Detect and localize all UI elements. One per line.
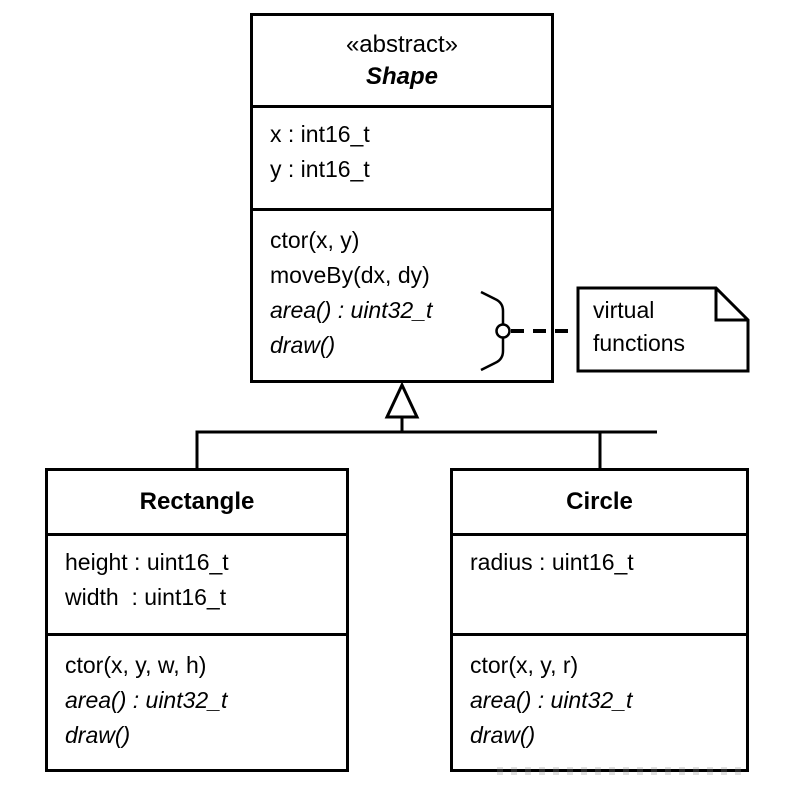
circle-class-name: Circle (566, 488, 633, 515)
circle-method-draw: draw() (470, 722, 536, 748)
shape-method-draw: draw() (270, 332, 336, 358)
shape-title-compartment: «abstract» Shape (253, 16, 551, 105)
shape-methods-compartment: ctor(x, y) moveBy(dx, dy) area() : uint3… (253, 208, 551, 380)
shape-class-name: Shape (365, 62, 439, 90)
shape-attribute-y: y : int16_t (270, 156, 370, 182)
rectangle-method-area: area() : uint32_t (65, 687, 228, 713)
shape-method-area: area() : uint32_t (270, 297, 433, 323)
rectangle-methods-compartment: ctor(x, y, w, h) area() : uint32_t draw(… (48, 633, 346, 769)
watermark (497, 767, 749, 775)
circle-attribute-radius: radius : uint16_t (470, 549, 634, 575)
rectangle-method-draw: draw() (65, 722, 131, 748)
shape-method-moveby: moveBy(dx, dy) (270, 262, 430, 288)
shape-stereotype: «abstract» (345, 30, 459, 58)
circle-methods-compartment: ctor(x, y, r) area() : uint32_t draw() (453, 633, 746, 769)
rectangle-class-name: Rectangle (139, 488, 255, 515)
rectangle-title-compartment: Rectangle (48, 471, 346, 533)
rectangle-attributes-compartment: height : uint16_t width : uint16_t (48, 533, 346, 633)
class-box-circle: Circle radius : uint16_t ctor(x, y, r) a… (450, 468, 749, 772)
shape-attribute-x: x : int16_t (270, 121, 370, 147)
rectangle-method-ctor: ctor(x, y, w, h) (65, 652, 207, 678)
circle-method-area: area() : uint32_t (470, 687, 633, 713)
class-box-shape: «abstract» Shape x : int16_t y : int16_t… (250, 13, 554, 383)
rectangle-attribute-width: width : uint16_t (65, 584, 227, 610)
circle-method-ctor: ctor(x, y, r) (470, 652, 579, 678)
inheritance-triangle-icon (384, 381, 420, 419)
note-line-1: virtual (593, 297, 655, 323)
class-box-rectangle: Rectangle height : uint16_t width : uint… (45, 468, 349, 772)
shape-attributes-compartment: x : int16_t y : int16_t (253, 105, 551, 208)
note-virtual-functions: virtual functions (578, 294, 748, 360)
shape-method-ctor: ctor(x, y) (270, 227, 360, 253)
note-line-2: functions (593, 330, 686, 356)
circle-title-compartment: Circle (453, 471, 746, 533)
rectangle-attribute-height: height : uint16_t (65, 549, 229, 575)
circle-attributes-compartment: radius : uint16_t (453, 533, 746, 633)
